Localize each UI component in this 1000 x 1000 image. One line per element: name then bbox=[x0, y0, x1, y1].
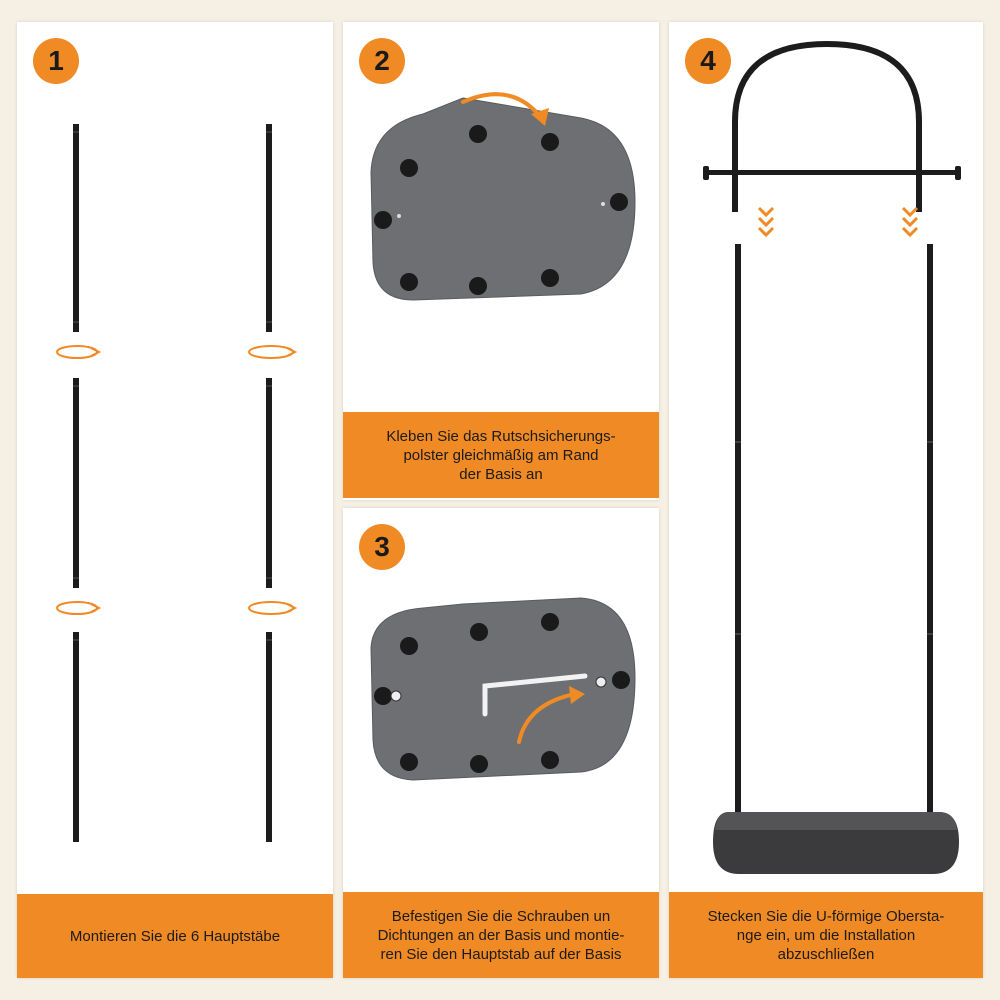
step-2-badge: 2 bbox=[359, 38, 405, 84]
u-shaped-top-bar bbox=[732, 40, 922, 212]
rotate-arrow-icon bbox=[248, 601, 298, 615]
rods-illustration bbox=[56, 124, 298, 842]
rod-segment-right-2 bbox=[266, 378, 272, 588]
rod-segment-right-3 bbox=[266, 632, 272, 842]
step-1-caption-text: Montieren Sie die 6 Hauptstäbe bbox=[69, 927, 281, 945]
rod-segment-left-1 bbox=[73, 124, 79, 332]
step-3-panel: 3 Befestigen Sie die Schrauben un Dichtu… bbox=[343, 508, 659, 978]
step-1-panel: 1 bbox=[17, 22, 333, 978]
assembled-rack-illustration bbox=[703, 40, 961, 874]
step-4-caption: Stecken Sie die U-förmige Obersta- nge e… bbox=[669, 892, 983, 978]
step-2-caption-text: Kleben Sie das Rutschsicherungs- polster… bbox=[386, 427, 616, 483]
step-1-badge: 1 bbox=[33, 38, 79, 84]
rotate-arrow-icon bbox=[56, 601, 102, 615]
anti-slip-pads bbox=[374, 125, 628, 295]
base-pads-illustration bbox=[370, 92, 636, 301]
curved-arrow-icon bbox=[517, 686, 585, 744]
screw-icon bbox=[390, 676, 607, 702]
base-plate bbox=[370, 597, 636, 781]
step-3-caption: Befestigen Sie die Schrauben un Dichtung… bbox=[343, 892, 659, 978]
base-plate bbox=[713, 812, 959, 874]
hanging-crossbar bbox=[703, 166, 961, 180]
rotate-arrow-icon bbox=[56, 345, 102, 359]
base-plate bbox=[370, 97, 636, 301]
step-3-badge: 3 bbox=[359, 524, 405, 570]
step-3-caption-text: Befestigen Sie die Schrauben un Dichtung… bbox=[377, 907, 625, 963]
rod-segment-left-3 bbox=[73, 632, 79, 842]
step-1-caption: Montieren Sie die 6 Hauptstäbe bbox=[17, 894, 333, 978]
anti-slip-pads bbox=[374, 613, 630, 773]
allen-key-icon bbox=[482, 673, 588, 717]
step-4-caption-text: Stecken Sie die U-förmige Obersta- nge e… bbox=[707, 907, 945, 963]
step-2-caption: Kleben Sie das Rutschsicherungs- polster… bbox=[343, 412, 659, 498]
rod-segment-left-2 bbox=[73, 378, 79, 588]
rotate-arrow-icon bbox=[248, 345, 298, 359]
down-arrows-icon bbox=[757, 206, 919, 238]
step-4-panel: 4 Stecken S bbox=[669, 22, 983, 978]
base-screws-illustration bbox=[370, 597, 636, 781]
step-2-panel: 2 Kleben Sie das Rutschsicherungs- polst… bbox=[343, 22, 659, 500]
curved-arrow-icon bbox=[461, 92, 549, 126]
rod-segment-right-1 bbox=[266, 124, 272, 332]
main-poles bbox=[735, 244, 933, 844]
step-4-badge: 4 bbox=[685, 38, 731, 84]
